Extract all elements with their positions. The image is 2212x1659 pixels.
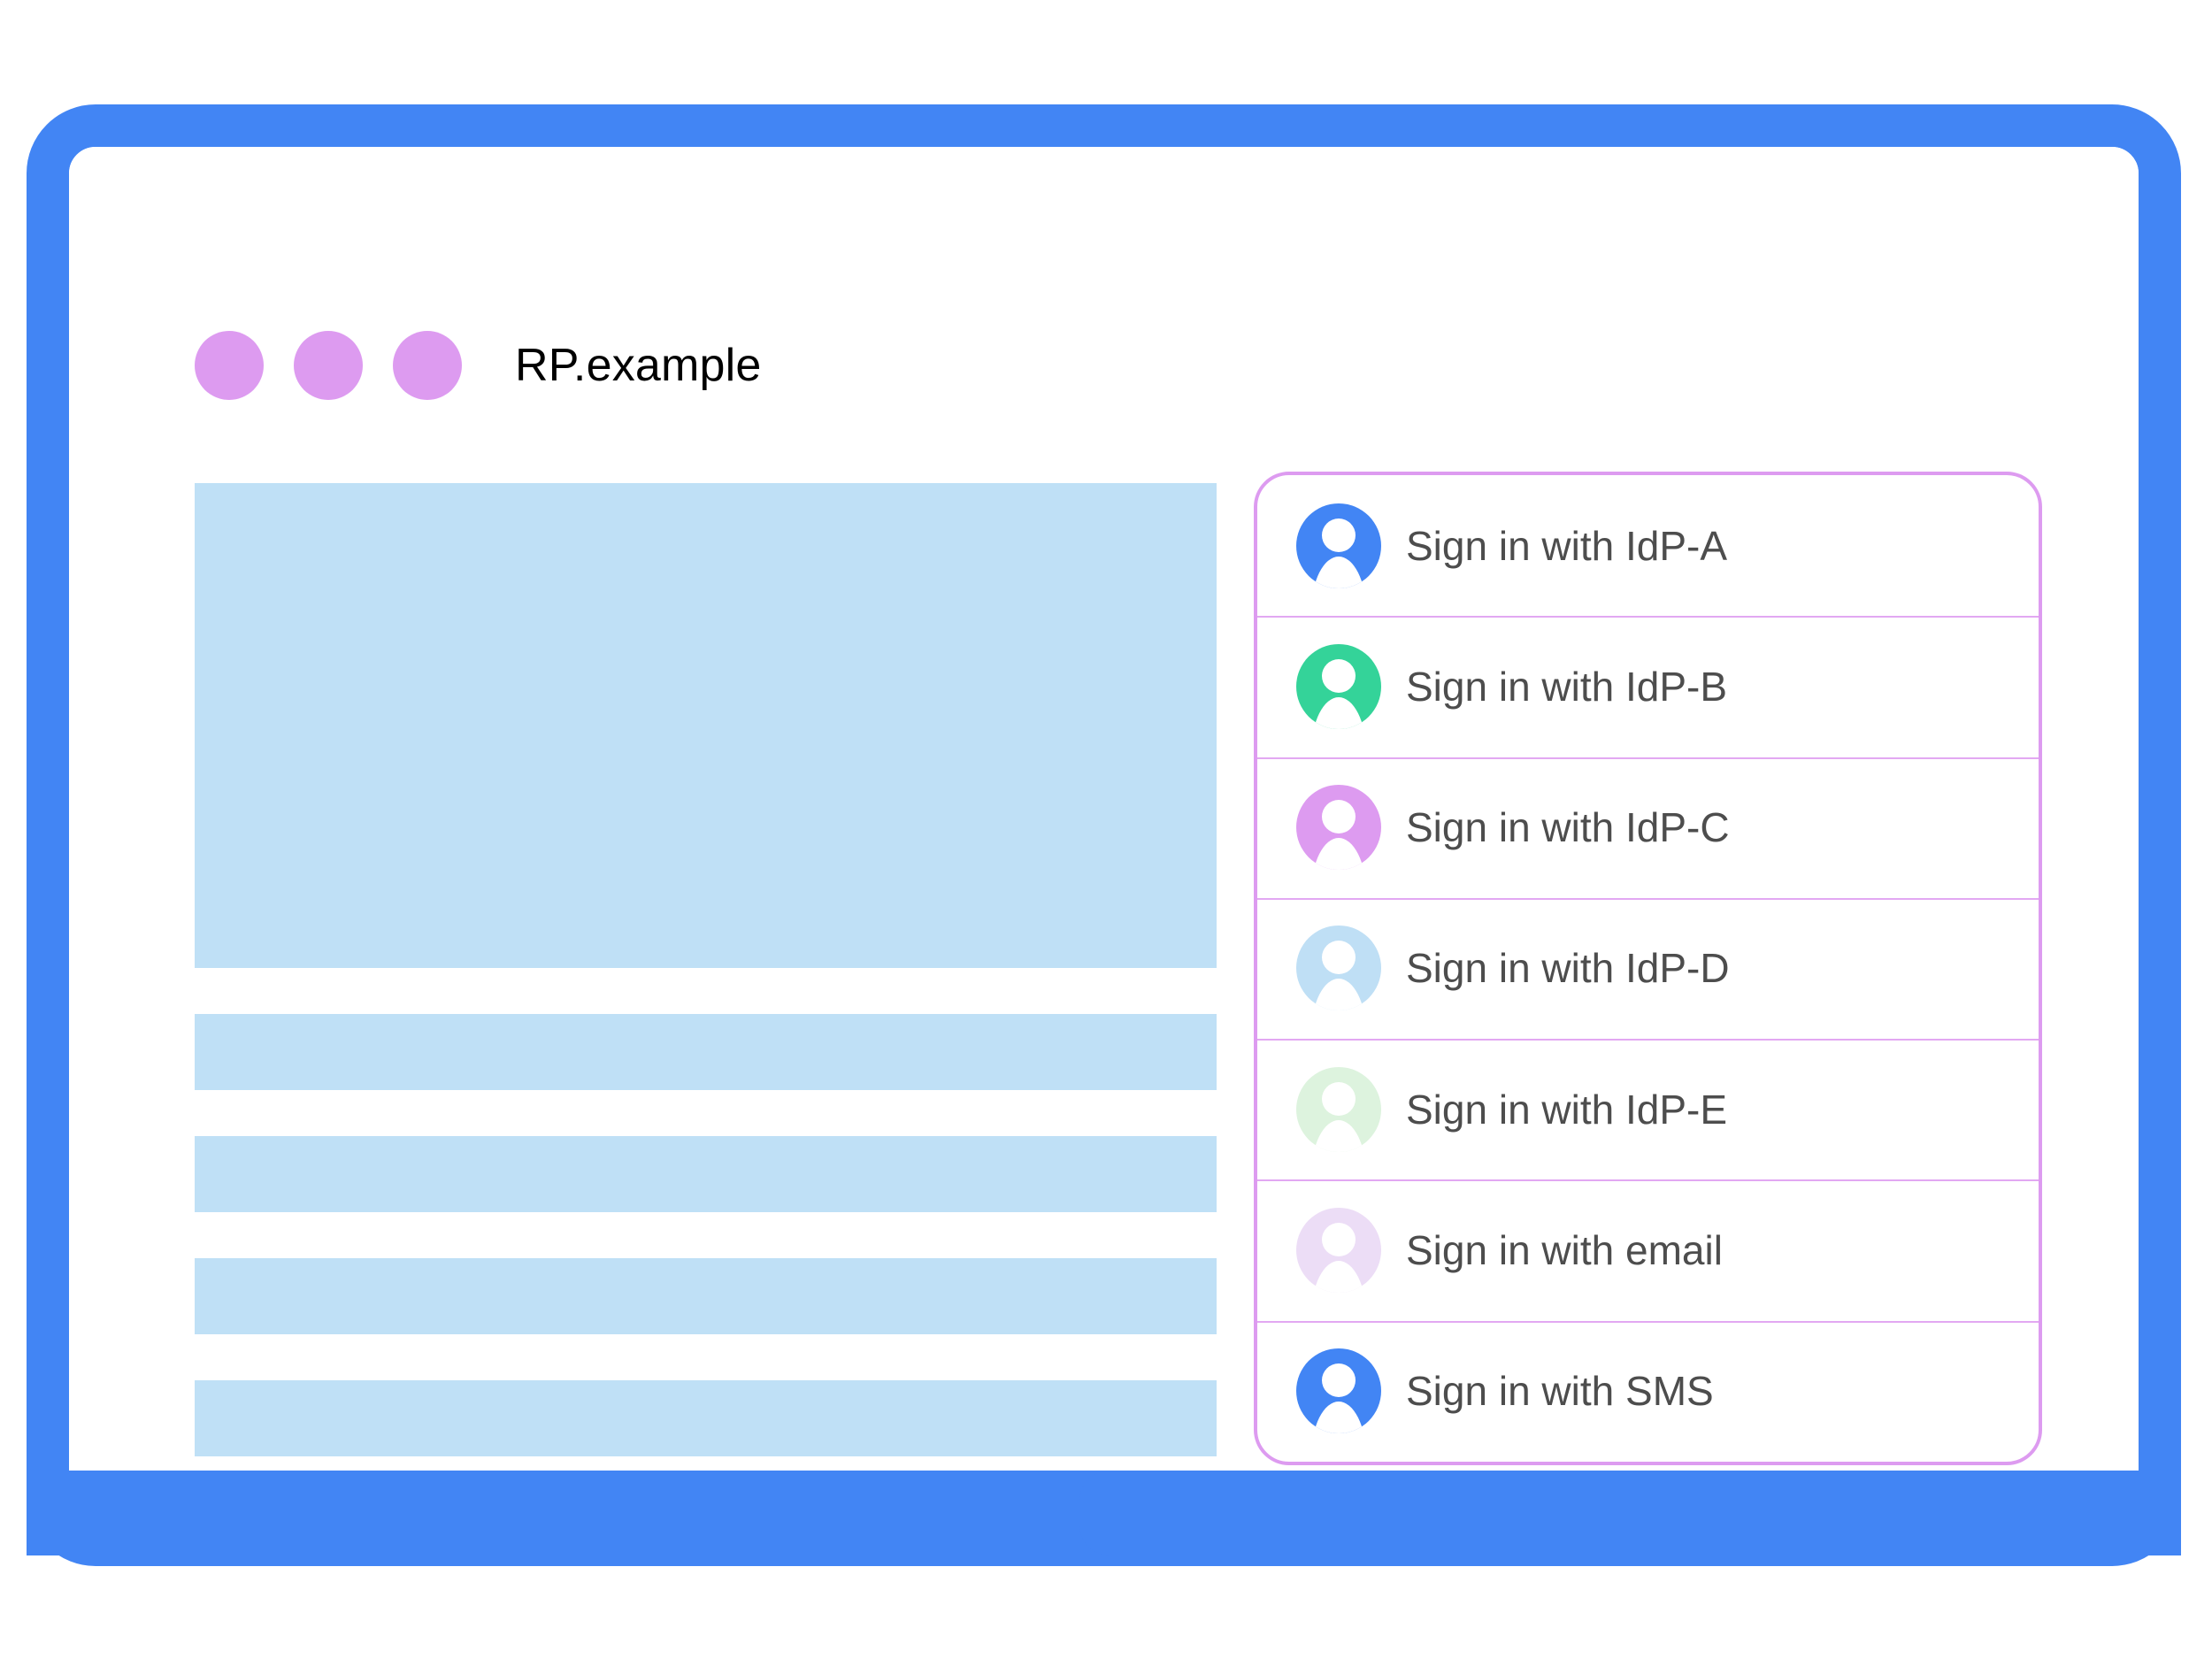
avatar-idp-a-icon bbox=[1296, 503, 1381, 588]
signin-option-2[interactable]: Sign in with IdP-B bbox=[1257, 616, 2039, 757]
avatar-email-icon bbox=[1296, 1208, 1381, 1294]
avatar-shoulders bbox=[1311, 696, 1366, 729]
signin-option-label: Sign in with IdP-B bbox=[1406, 663, 1728, 710]
window-dot-2[interactable] bbox=[294, 331, 363, 400]
avatar-idp-d-icon bbox=[1296, 926, 1381, 1011]
avatar-shoulders bbox=[1311, 556, 1366, 588]
avatar-shoulders bbox=[1311, 1119, 1366, 1152]
signin-option-label: Sign in with IdP-D bbox=[1406, 945, 1730, 992]
text-bar-3 bbox=[195, 1258, 1217, 1334]
avatar-head bbox=[1322, 1223, 1356, 1257]
avatar-idp-b-icon bbox=[1296, 643, 1381, 729]
window-dot-1[interactable] bbox=[195, 331, 264, 400]
avatar-head bbox=[1322, 800, 1356, 834]
text-bar-1 bbox=[195, 1014, 1217, 1090]
signin-panel: Sign in with IdP-A Sign in with IdP-B Sign… bbox=[1254, 472, 2042, 1465]
avatar-head bbox=[1322, 1363, 1356, 1398]
signin-option-3[interactable]: Sign in with IdP-C bbox=[1257, 757, 2039, 898]
avatar-shoulders bbox=[1311, 1261, 1366, 1294]
window-titlebar: RP.example bbox=[195, 331, 762, 400]
avatar-idp-e-icon bbox=[1296, 1066, 1381, 1152]
page-title: RP.example bbox=[515, 340, 762, 391]
hero-block bbox=[195, 483, 1217, 968]
text-bar-4 bbox=[195, 1380, 1217, 1456]
device-stand bbox=[27, 1471, 2181, 1555]
signin-option-label: Sign in with SMS bbox=[1406, 1368, 1714, 1415]
avatar-head bbox=[1322, 658, 1356, 693]
avatar-head bbox=[1322, 518, 1356, 552]
signin-option-4[interactable]: Sign in with IdP-D bbox=[1257, 897, 2039, 1039]
window-dot-3[interactable] bbox=[393, 331, 462, 400]
avatar-shoulders bbox=[1311, 1402, 1366, 1434]
avatar-sms-icon bbox=[1296, 1348, 1381, 1434]
content-skeleton bbox=[195, 483, 1217, 1456]
avatar-idp-c-icon bbox=[1296, 785, 1381, 871]
signin-option-label: Sign in with email bbox=[1406, 1227, 1723, 1274]
signin-option-label: Sign in with IdP-A bbox=[1406, 522, 1728, 569]
signin-option-7[interactable]: Sign in with SMS bbox=[1257, 1320, 2039, 1462]
avatar-shoulders bbox=[1311, 979, 1366, 1011]
signin-option-6[interactable]: Sign in with email bbox=[1257, 1179, 2039, 1320]
avatar-head bbox=[1322, 1081, 1356, 1116]
text-bar-2 bbox=[195, 1136, 1217, 1212]
signin-option-5[interactable]: Sign in with IdP-E bbox=[1257, 1039, 2039, 1179]
signin-option-label: Sign in with IdP-E bbox=[1406, 1086, 1728, 1133]
stand-segment-right bbox=[1079, 1471, 2181, 1555]
avatar-head bbox=[1322, 941, 1356, 975]
signin-option-1[interactable]: Sign in with IdP-A bbox=[1257, 475, 2039, 616]
avatar-shoulders bbox=[1311, 838, 1366, 871]
signin-option-label: Sign in with IdP-C bbox=[1406, 804, 1730, 851]
